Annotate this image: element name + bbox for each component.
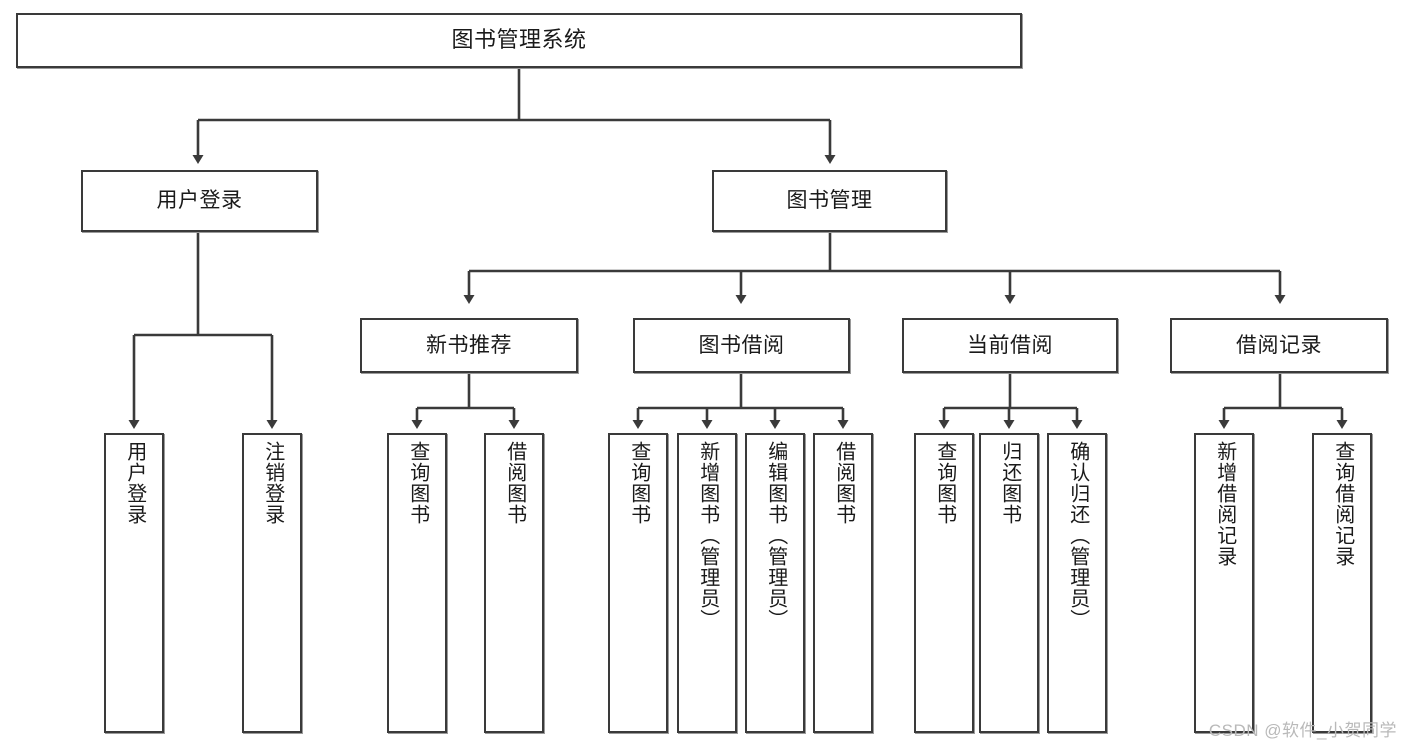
node-book-borrow[interactable]: 图书借阅 bbox=[633, 318, 850, 373]
node-label: 新增图书（管理员） bbox=[696, 441, 719, 630]
node-borrow-record[interactable]: 借阅记录 bbox=[1170, 318, 1388, 373]
node-label: 查询图书 bbox=[627, 441, 650, 525]
leaf-query-book-2[interactable]: 查询图书 bbox=[608, 433, 668, 733]
node-label: 注销登录 bbox=[261, 441, 284, 525]
node-label: 图书借阅 bbox=[698, 333, 785, 357]
leaf-user-login[interactable]: 用户登录 bbox=[104, 433, 164, 733]
node-label: 归还图书 bbox=[998, 441, 1021, 525]
node-new-book-recommend[interactable]: 新书推荐 bbox=[360, 318, 578, 373]
node-label: 借阅图书 bbox=[832, 441, 855, 525]
node-book-management[interactable]: 图书管理 bbox=[712, 170, 947, 232]
node-label: 用户登录 bbox=[123, 441, 146, 525]
node-label: 图书管理系统 bbox=[451, 27, 587, 53]
watermark: CSDN @软件_小贺同学 bbox=[1208, 721, 1397, 740]
node-label: 新书推荐 bbox=[426, 333, 512, 357]
leaf-query-book-3[interactable]: 查询图书 bbox=[914, 433, 974, 733]
node-label: 查询图书 bbox=[933, 441, 956, 525]
leaf-edit-book[interactable]: 编辑图书（管理员） bbox=[745, 433, 805, 733]
leaf-borrow-book-1[interactable]: 借阅图书 bbox=[484, 433, 544, 733]
node-root-system[interactable]: 图书管理系统 bbox=[16, 13, 1022, 68]
node-label: 查询图书 bbox=[406, 441, 429, 525]
node-label: 新增借阅记录 bbox=[1213, 441, 1236, 567]
node-label: 编辑图书（管理员） bbox=[764, 441, 787, 630]
node-label: 当前借阅 bbox=[967, 333, 1053, 357]
leaf-add-book[interactable]: 新增图书（管理员） bbox=[677, 433, 737, 733]
node-current-borrow[interactable]: 当前借阅 bbox=[902, 318, 1118, 373]
node-label: 借阅图书 bbox=[503, 441, 526, 525]
leaf-query-book-1[interactable]: 查询图书 bbox=[387, 433, 447, 733]
node-label: 用户登录 bbox=[156, 189, 243, 213]
leaf-logout[interactable]: 注销登录 bbox=[242, 433, 302, 733]
leaf-add-borrow-record[interactable]: 新增借阅记录 bbox=[1194, 433, 1254, 733]
node-user-login[interactable]: 用户登录 bbox=[81, 170, 318, 232]
leaf-return-book[interactable]: 归还图书 bbox=[979, 433, 1039, 733]
node-label: 确认归还（管理员） bbox=[1066, 441, 1089, 630]
leaf-query-borrow-record[interactable]: 查询借阅记录 bbox=[1312, 433, 1372, 733]
leaf-borrow-book-2[interactable]: 借阅图书 bbox=[813, 433, 873, 733]
node-label: 借阅记录 bbox=[1236, 333, 1322, 357]
node-label: 查询借阅记录 bbox=[1331, 441, 1354, 567]
node-label: 图书管理 bbox=[786, 189, 873, 213]
leaf-confirm-return[interactable]: 确认归还（管理员） bbox=[1047, 433, 1107, 733]
